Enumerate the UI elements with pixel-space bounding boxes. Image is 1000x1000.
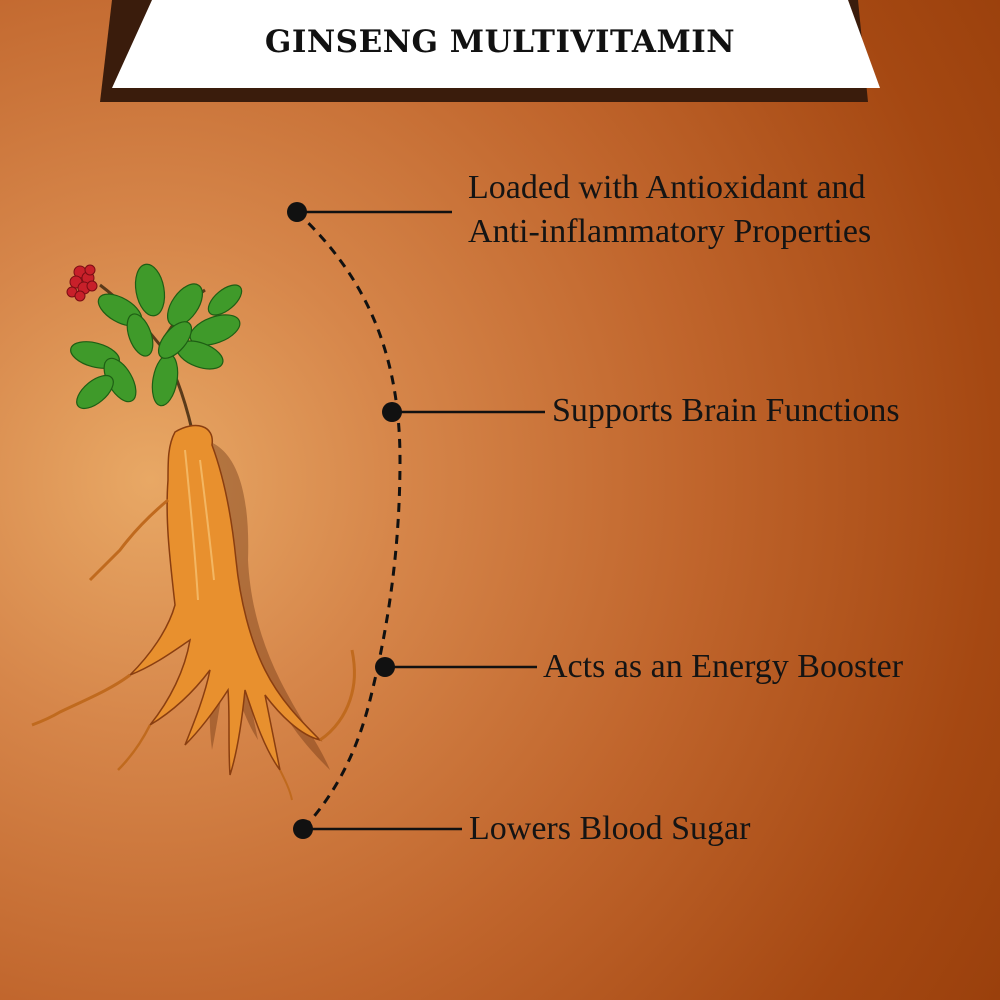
- title-banner: GINSENG MULTIVITAMIN: [0, 0, 1000, 110]
- ginseng-root: [31, 424, 356, 801]
- benefit-energy: Acts as an Energy Booster: [543, 645, 903, 689]
- bullet-4: [293, 819, 462, 839]
- benefit-blood-sugar: Lowers Blood Sugar: [469, 807, 750, 851]
- benefit-antioxidant: Loaded with Antioxidant and Anti-inflamm…: [468, 166, 871, 254]
- bullet-1: [287, 202, 452, 222]
- benefit-line: Acts as an Energy Booster: [543, 648, 904, 685]
- bullet-3: [375, 657, 537, 677]
- banner-shape: [100, 0, 880, 102]
- benefit-brain: Supports Brain Functions: [552, 389, 900, 433]
- benefit-line: Supports Brain Functions: [552, 392, 900, 429]
- berry-cluster: [66, 264, 98, 302]
- page-title: GINSENG MULTIVITAMIN: [264, 24, 736, 60]
- benefit-line: Lowers Blood Sugar: [469, 810, 751, 847]
- bullet-2: [382, 402, 545, 422]
- benefit-line: Anti-inflammatory Properties: [468, 213, 872, 250]
- benefit-line: Loaded with Antioxidant and: [468, 169, 866, 206]
